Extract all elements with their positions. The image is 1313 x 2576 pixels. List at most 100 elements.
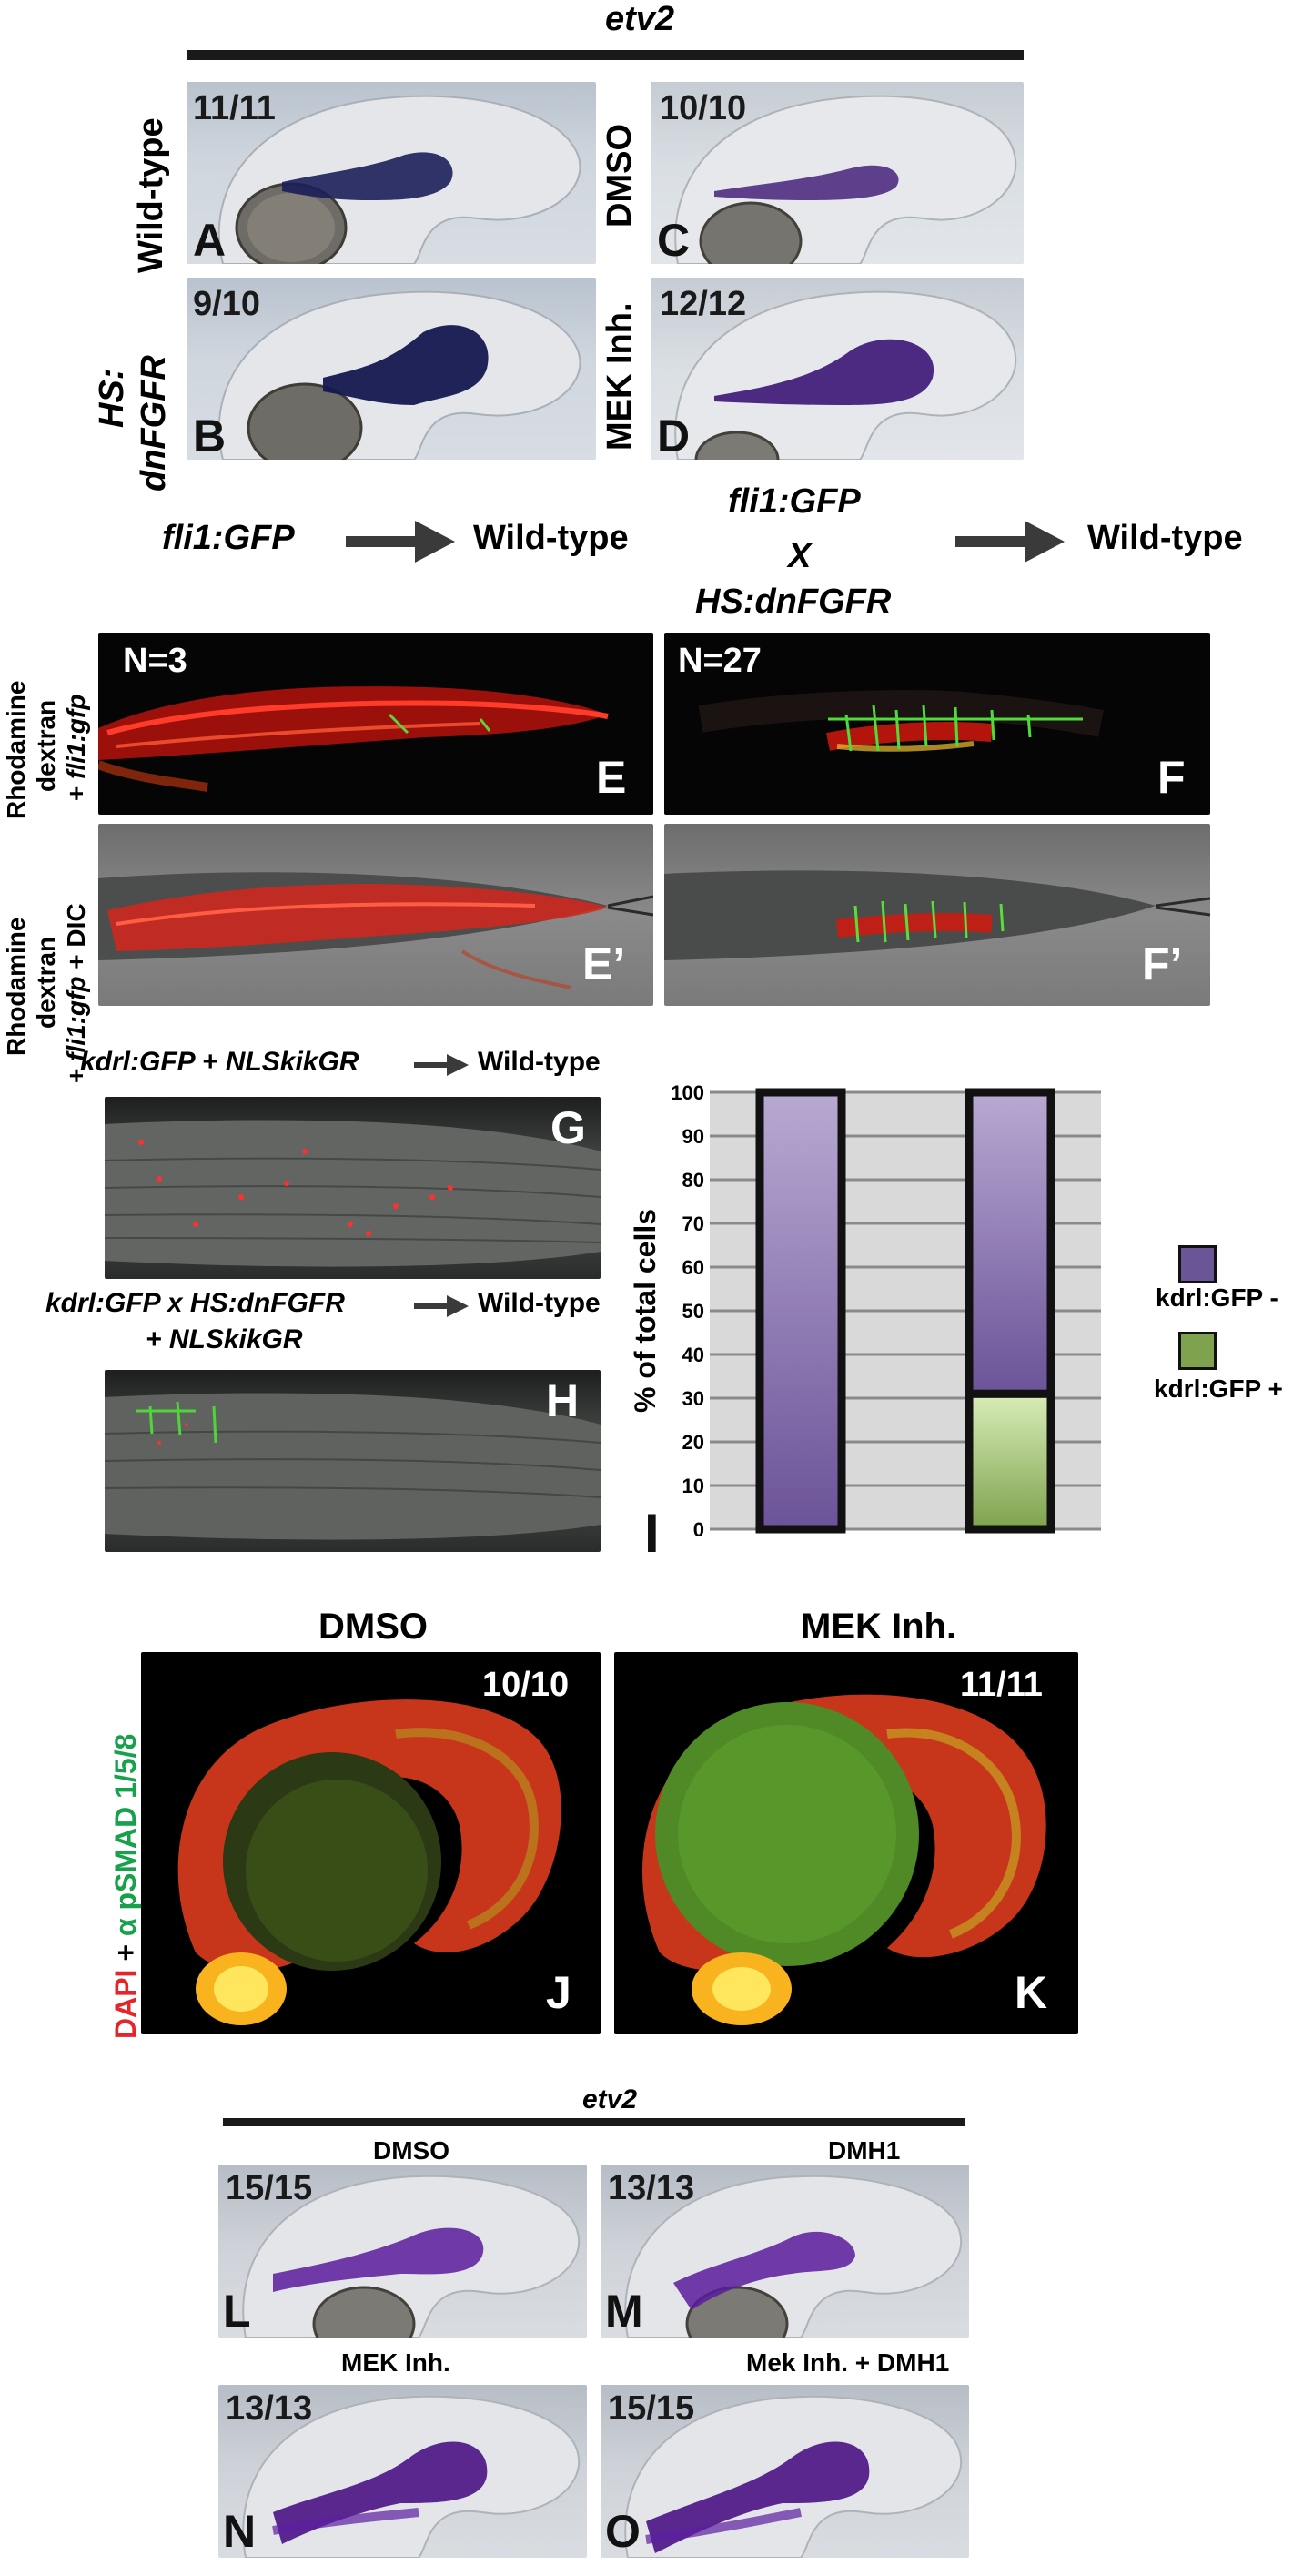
arrow-left-icon <box>346 521 455 563</box>
panel-k-count: 11/11 <box>960 1666 1043 1704</box>
arrow-g-icon <box>414 1054 469 1076</box>
panel-e-letter: E <box>596 752 627 803</box>
panel-d-embryo-drawing <box>674 290 1017 460</box>
panel-f-fluorescence-image <box>664 633 1210 815</box>
title-o: Mek Inh. + DMH1 <box>746 2348 950 2377</box>
host-left-label: Wild-type <box>473 519 629 557</box>
y-tick-label: 20 <box>682 1431 704 1454</box>
panel-m-embryo-image <box>601 2165 969 2338</box>
panel-e-prime-drawing <box>98 872 653 989</box>
panel-e-prime-dic-image <box>98 824 653 1006</box>
side-label-e2-line1: Rhodamine <box>2 917 30 1056</box>
panel-f-prime-letter: F’ <box>1142 938 1183 989</box>
panel-k-drawing <box>641 1694 1046 2025</box>
side-label-e-line2: dextran <box>32 699 60 792</box>
panel-e-prime-letter: E’ <box>582 938 626 989</box>
panel-c-count: 10/10 <box>660 89 747 127</box>
bar-kdrl-gfp-neg-0 <box>755 1088 846 1534</box>
legend-label-kdrl-neg: kdrl:GFP - <box>1156 1283 1278 1312</box>
side-label-e-fli1: fli1:gfp <box>62 694 90 779</box>
panel-j-drawing <box>177 1699 561 2025</box>
chart-y-axis-label: % of total cells <box>629 1209 662 1413</box>
title-l: DMSO <box>373 2136 449 2165</box>
title-j: DMSO <box>318 1607 428 1647</box>
bar-kdrl-gfp-pos-1 <box>965 1389 1055 1534</box>
panel-b-embryo-image <box>187 278 596 460</box>
panel-c-embryo-drawing <box>674 95 1017 264</box>
panel-g-letter: G <box>550 1102 586 1153</box>
donor-left-label: fli1:GFP <box>162 519 295 557</box>
panel-f-prime-drawing <box>664 870 1210 960</box>
panel-h-image <box>105 1370 601 1552</box>
arrow-h-icon <box>414 1295 469 1317</box>
panel-k-letter: K <box>1015 1967 1048 2018</box>
panel-o-drawing <box>624 2395 963 2558</box>
top-header-bar <box>187 50 1024 60</box>
panel-l-drawing <box>242 2175 581 2338</box>
y-tick-label: 80 <box>682 1169 704 1192</box>
panel-m-count: 13/13 <box>608 2169 695 2207</box>
panel-l-embryo-image <box>218 2165 587 2338</box>
row-label-mek-inh: MEK Inh. <box>601 302 639 451</box>
h-label-host: Wild-type <box>478 1288 601 1318</box>
panel-a-embryo-drawing <box>217 95 581 264</box>
panel-e-fluorescence-image <box>98 633 653 815</box>
bar-kdrl-gfp-neg-1 <box>965 1088 1055 1398</box>
panel-n-count: 13/13 <box>226 2389 313 2428</box>
panel-m-letter: M <box>605 2286 643 2337</box>
panel-f-count: N=27 <box>678 642 762 680</box>
row-label-dmso: DMSO <box>601 124 639 228</box>
y-tick-label: 0 <box>693 1518 704 1541</box>
panel-d-embryo-image <box>651 278 1024 460</box>
panel-h-drawing <box>105 1393 601 1540</box>
panel-c-letter: C <box>657 215 691 266</box>
panel-o-count: 15/15 <box>608 2389 695 2428</box>
side-label-e-line1: Rhodamine <box>2 680 30 819</box>
panel-b-embryo-drawing <box>217 290 581 460</box>
title-m: DMH1 <box>828 2136 901 2165</box>
side-label-e-plus: + <box>62 778 90 801</box>
h-label-donor1: kdrl:GFP x HS:dnFGFR <box>45 1288 345 1318</box>
title-k: MEK Inh. <box>801 1607 957 1647</box>
panel-f-letter: F <box>1157 752 1186 803</box>
panel-j-image <box>141 1652 601 2034</box>
panel-j-count: 10/10 <box>482 1666 570 1704</box>
row-label-dnfgfr: dnFGFR <box>135 355 173 492</box>
side-label-stain: DAPI + α pSMAD 1/5/8 <box>109 1734 143 2039</box>
y-tick-label: 50 <box>682 1300 704 1323</box>
donor-right-line3: HS:dnFGFR <box>695 583 892 621</box>
side-label-e2-dic: + DIC <box>62 903 90 977</box>
panel-m-drawing <box>624 2175 963 2338</box>
bottom-header-bar <box>223 2118 965 2126</box>
panel-a-count: 11/11 <box>193 89 276 127</box>
y-tick-label: 40 <box>682 1344 704 1366</box>
panel-f-drawing <box>698 690 1104 752</box>
y-tick-label: 90 <box>682 1125 704 1148</box>
y-tick-label: 100 <box>671 1081 704 1104</box>
panel-a-letter: A <box>193 215 227 266</box>
panel-n-letter: N <box>223 2506 257 2557</box>
y-tick-label: 10 <box>682 1475 704 1497</box>
side-label-e-line3: + fli1:gfp <box>62 695 91 801</box>
bottom-gene-label: etv2 <box>582 2084 638 2115</box>
panel-d-letter: D <box>657 411 691 461</box>
arrow-right-icon <box>955 521 1065 563</box>
panel-h-letter: H <box>546 1375 580 1426</box>
side-label-dapi: DAPI <box>109 1969 142 2039</box>
panel-d-count: 12/12 <box>660 285 747 323</box>
side-label-plus: + <box>109 1936 142 1970</box>
host-right-label: Wild-type <box>1087 519 1243 557</box>
chart-bars <box>755 1088 1055 1534</box>
panel-g-image <box>105 1097 601 1279</box>
panel-a-embryo-image <box>187 82 596 264</box>
panel-e-count: N=3 <box>123 642 187 680</box>
panel-k-image <box>614 1652 1078 2034</box>
legend-swatch-kdrl-neg <box>1178 1245 1217 1283</box>
donor-right-line1: fli1:GFP <box>728 482 861 521</box>
g-label-donor: kdrl:GFP + NLSkikGR <box>80 1047 359 1077</box>
panel-f-prime-dic-image <box>664 824 1210 1006</box>
panel-j-letter: J <box>546 1967 571 2018</box>
top-gene-label: etv2 <box>605 0 675 38</box>
h-label-donor2: + NLSkikGR <box>146 1324 303 1354</box>
